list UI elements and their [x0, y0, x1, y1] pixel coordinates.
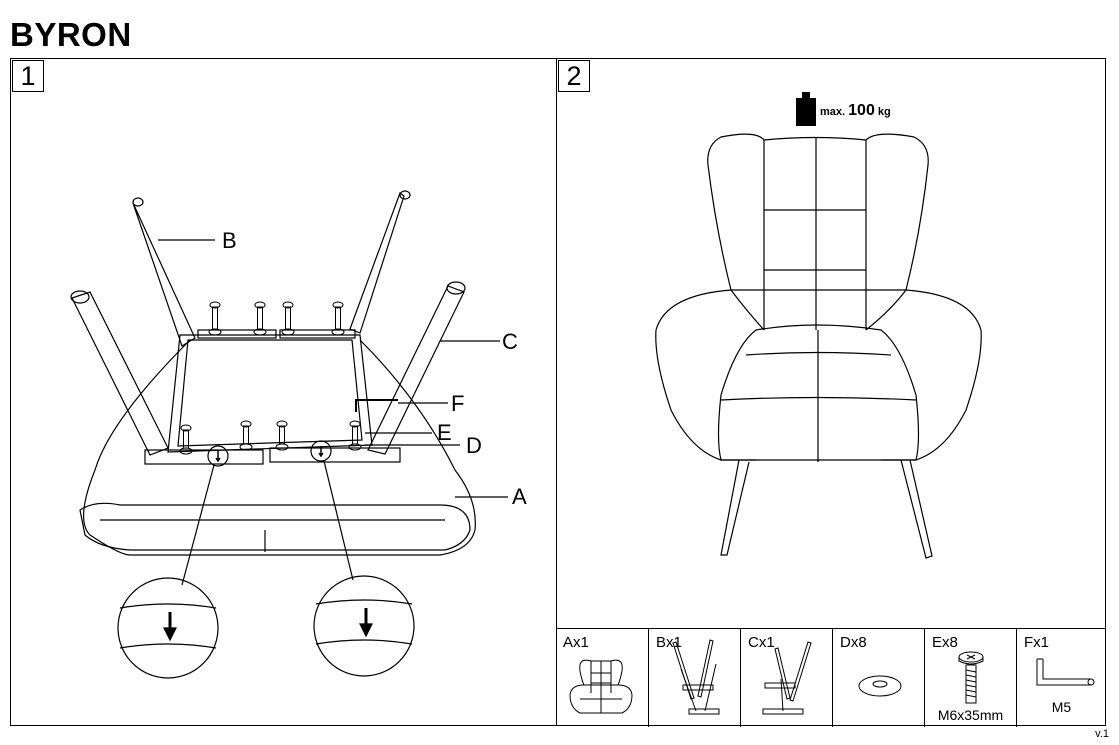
instruction-frame [10, 58, 1106, 726]
part-e: Ex8 M6x35mm [924, 629, 1016, 727]
label-d: D [466, 433, 482, 458]
seat-cushion-front [79, 502, 471, 551]
part-e-label: Ex8 [932, 634, 958, 651]
bolt-icon [958, 651, 984, 704]
part-d: Dx8 [832, 629, 924, 727]
assembled-chair [655, 133, 982, 559]
label-a: A [512, 484, 527, 509]
allen-key [355, 399, 398, 412]
zoom-detail-left [117, 577, 219, 679]
part-b: Bx1 [648, 629, 740, 727]
zoom-detail-right [313, 575, 415, 677]
mounting-frame [167, 334, 373, 453]
product-title: BYRON [10, 16, 132, 53]
bolts [179, 301, 362, 455]
part-a: Ax1 [556, 629, 648, 727]
step-2-number: 2 [558, 60, 590, 92]
parts-list: Ax1 Bx1 Cx1 [556, 628, 1106, 727]
label-f: F [451, 391, 465, 416]
rail-back-left [197, 329, 277, 339]
part-c-label: Cx1 [748, 634, 775, 651]
label-b: B [222, 228, 237, 253]
part-b-label: Bx1 [656, 634, 682, 651]
leg-set-c-icon [762, 641, 812, 715]
seat-shell [82, 339, 476, 556]
part-c: Cx1 [740, 629, 832, 727]
rail-front-left [144, 449, 264, 465]
step-1-illustration [70, 190, 508, 679]
step-divider [556, 58, 557, 726]
part-d-label: Dx8 [840, 634, 867, 651]
part-f-label: Fx1 [1024, 634, 1050, 651]
part-e-size: M6x35mm [937, 707, 1004, 723]
allen-key-icon [1036, 658, 1095, 686]
max-load: max. 100 kg [820, 102, 891, 119]
label-c: C [502, 329, 518, 354]
part-f: Fx1 M5 [1016, 629, 1106, 727]
washer-icon [858, 675, 902, 697]
leg-back-right [349, 190, 411, 334]
chair-icon [569, 659, 633, 714]
rail-front-right [269, 447, 401, 463]
part-f-size: M5 [1051, 699, 1072, 715]
leg-front-right [367, 281, 466, 455]
weight-icon [796, 92, 816, 126]
version-label: v.1 [1095, 728, 1109, 740]
rail-back-right [279, 329, 356, 339]
label-e: E [437, 420, 452, 445]
leg-set-b-icon [672, 639, 720, 715]
leg-back-left [132, 197, 196, 347]
leg-front-left [70, 290, 169, 456]
step-1-number: 1 [12, 60, 44, 92]
part-a-label: Ax1 [563, 634, 589, 651]
marker-circle-right [310, 440, 332, 462]
marker-circle-left [207, 445, 229, 467]
